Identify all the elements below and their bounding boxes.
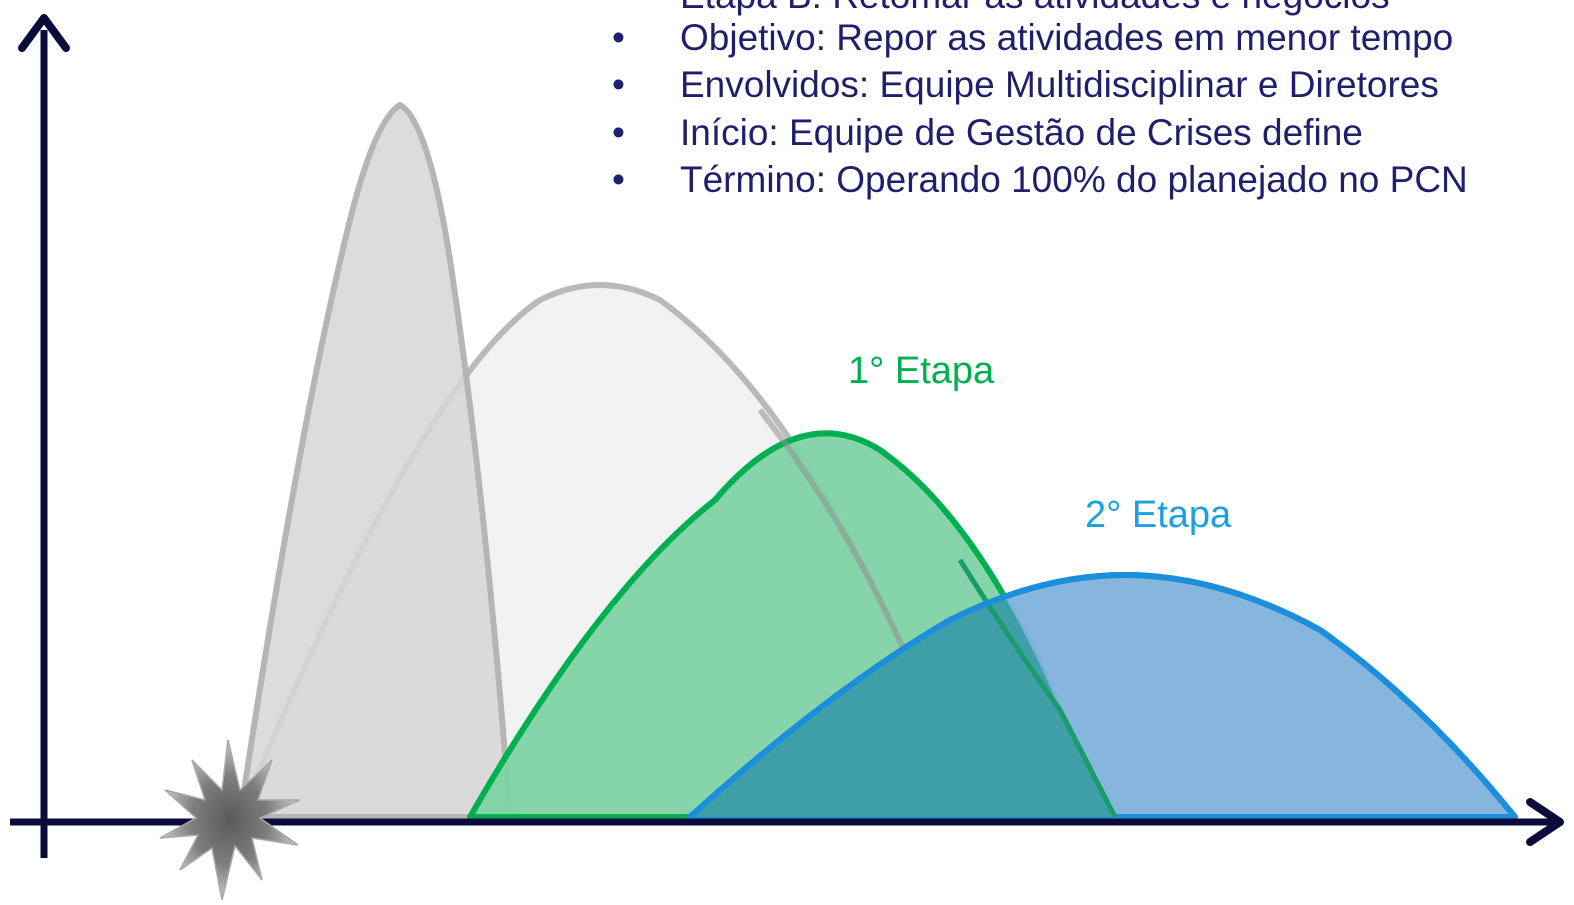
bullet-end: Término: Operando 100% do planejado no P… bbox=[680, 159, 1468, 200]
explosion-burst-icon bbox=[159, 739, 301, 901]
stage-2-edge bbox=[687, 571, 1518, 820]
bullet-marker: • bbox=[612, 159, 625, 200]
bullet-marker: • bbox=[612, 112, 625, 153]
bullet-marker: • bbox=[612, 64, 625, 105]
bullet-list: Etapa B: Retomar as atividades e negócio… bbox=[612, 0, 1468, 200]
stage-2-label: 2° Etapa bbox=[1085, 494, 1232, 536]
stage-1-edge bbox=[957, 558, 1118, 819]
bullet-partial-line: Etapa B: Retomar as atividades e negócio… bbox=[680, 0, 1390, 16]
ghost-curve-narrow bbox=[237, 102, 513, 820]
bullet-start: Início: Equipe de Gestão de Crises defin… bbox=[680, 112, 1363, 153]
bullet-involved: Envolvidos: Equipe Multidisciplinar e Di… bbox=[680, 64, 1439, 105]
bullet-objective: Objetivo: Repor as atividades em menor t… bbox=[680, 17, 1453, 58]
stage-1-label: 1° Etapa bbox=[848, 350, 995, 392]
bullet-marker: • bbox=[612, 17, 625, 58]
axes bbox=[10, 14, 1564, 858]
arrow-up-icon bbox=[18, 14, 70, 52]
arrow-right-icon bbox=[1526, 798, 1564, 846]
